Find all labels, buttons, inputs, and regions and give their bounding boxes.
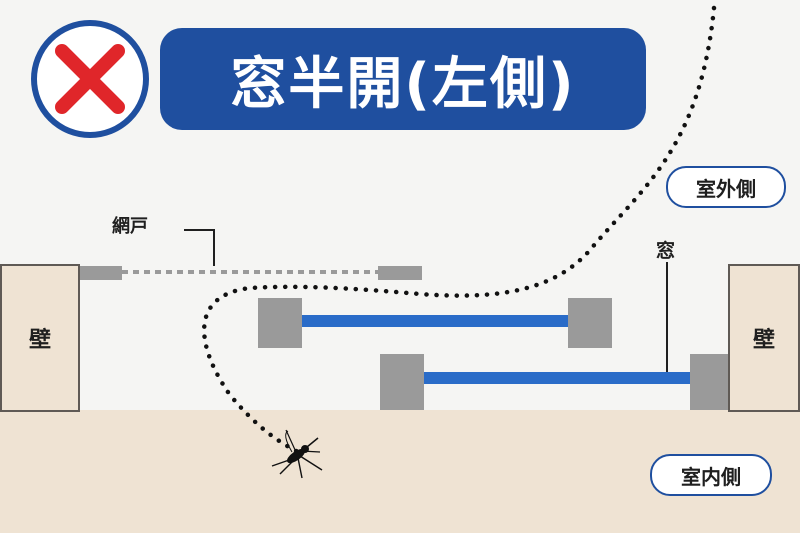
screen-label: 網戸 (112, 216, 148, 237)
screen-door (80, 266, 422, 280)
indoor-side-badge: 室内側 (650, 454, 772, 496)
wall-left-label: 壁 (28, 328, 51, 353)
page-title: 窓半開(左側) (230, 51, 576, 117)
outdoor-side-label: 室外側 (696, 176, 756, 201)
inner-window-sash (380, 354, 728, 410)
screen-leader-line (184, 229, 215, 266)
mosquito-icon (271, 429, 323, 479)
outer-window-sash (258, 298, 612, 348)
wall-right: 壁 (728, 264, 800, 412)
wall-left: 壁 (0, 264, 80, 412)
outdoor-side-badge: 室外側 (666, 166, 786, 208)
mosquito-flight-path (202, 5, 717, 455)
title-banner: 窓半開(左側) (160, 28, 646, 130)
indoor-side-label: 室内側 (681, 464, 741, 489)
wall-right-label: 壁 (752, 328, 775, 353)
window-label: 窓 (656, 240, 676, 262)
cross-icon (31, 20, 149, 138)
